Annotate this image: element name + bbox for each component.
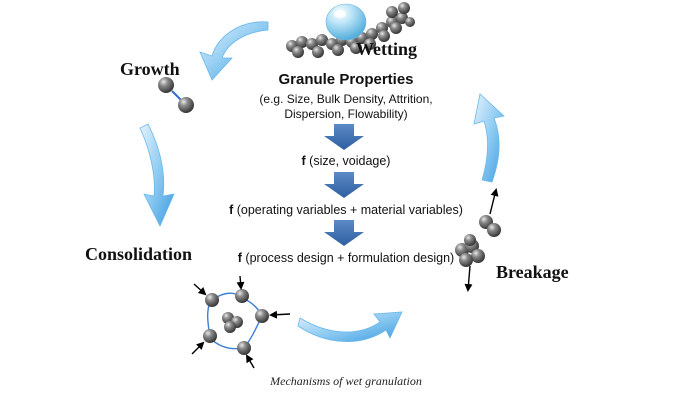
function-size-voidage: f (size, voidage) (160, 155, 532, 168)
function-symbol: f (237, 251, 242, 265)
function-process-formulation: f (process design + formulation design) (160, 252, 532, 265)
growth-particles (158, 77, 194, 113)
down-arrow-1 (324, 124, 364, 150)
liquid-droplet (325, 3, 367, 41)
down-arrow-2 (324, 172, 364, 198)
cycle-arrow-wetting-to-growth (199, 21, 269, 81)
consolidation-force-arrows (191, 275, 291, 369)
growth-label: Growth (120, 59, 180, 79)
function-symbol: f (229, 203, 234, 217)
function-symbol: f (301, 154, 306, 168)
consolidation-granule (203, 289, 269, 355)
function-args: (process design + formulation design) (241, 251, 455, 265)
function-args: (operating variables + material variable… (233, 203, 463, 217)
cycle-arrow-consolidation-to-breakage (297, 311, 403, 342)
figure-caption: Mechanisms of wet granulation (270, 374, 422, 388)
cycle-arrow-breakage-to-wetting (473, 93, 505, 183)
wetting-label: Wetting (356, 39, 417, 59)
breakage-fragments (455, 215, 501, 267)
down-arrow-3 (324, 220, 364, 246)
granule-properties-examples-line2: Dispersion, Flowability) (284, 107, 408, 121)
consolidation-label: Consolidation (85, 244, 193, 264)
granule-properties-title: Granule Properties (278, 71, 414, 88)
breakage-force-arrows (464, 188, 499, 292)
function-args: (size, voidage) (305, 154, 391, 168)
granule-properties-examples-line1: (e.g. Size, Bulk Density, Attrition, (259, 92, 433, 106)
function-operating-material: f (operating variables + material variab… (160, 204, 532, 217)
breakage-label: Breakage (496, 262, 569, 282)
cycle-arrow-growth-to-consolidation (139, 123, 175, 227)
